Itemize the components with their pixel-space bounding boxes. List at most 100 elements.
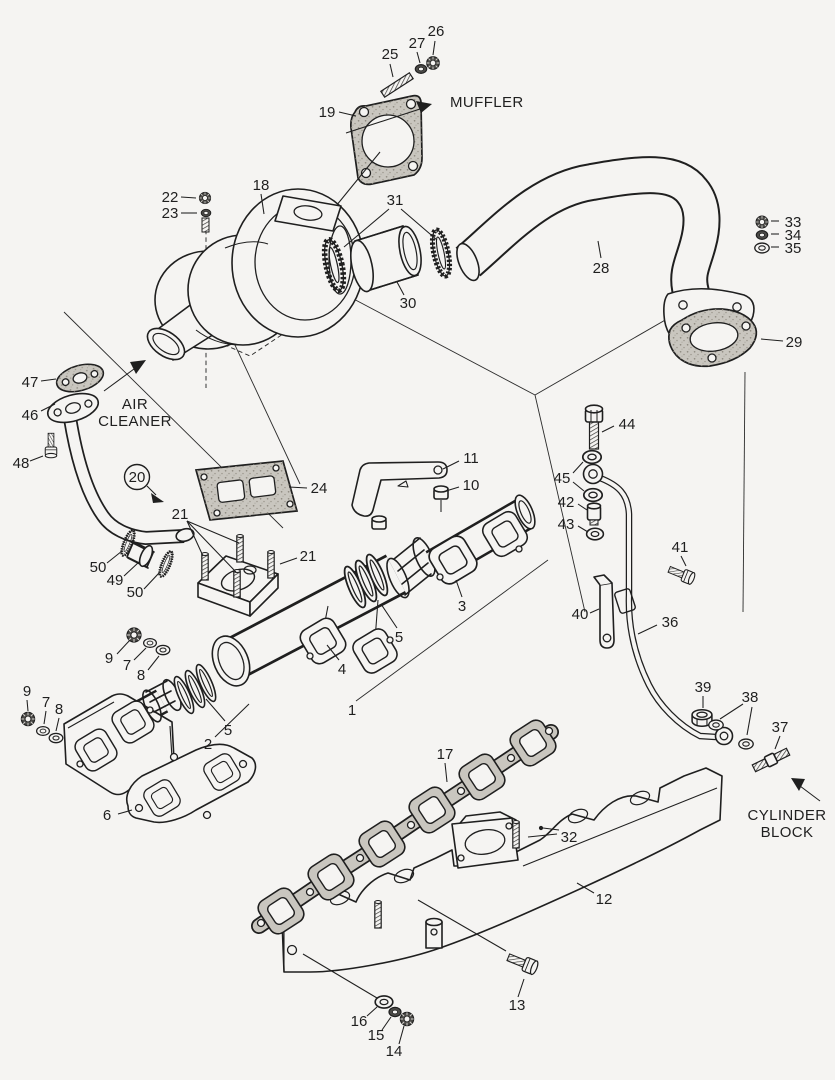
callout-21b: 21 — [300, 548, 317, 565]
callout-labels: 25 27 26 19 22 23 18 31 30 28 33 34 35 2… — [13, 23, 803, 1060]
callout-14: 14 — [386, 1043, 403, 1060]
callout-50b: 50 — [127, 584, 144, 601]
callout-2: 2 — [204, 736, 212, 753]
callout-3: 3 — [458, 598, 466, 615]
part-36-banjo-eye — [582, 463, 604, 485]
part-45-washer-b — [582, 487, 604, 503]
callout-39: 39 — [695, 679, 712, 696]
callout-48: 48 — [13, 455, 30, 472]
callout-19: 19 — [319, 104, 336, 121]
callout-44: 44 — [619, 416, 636, 433]
callout-15: 15 — [368, 1027, 385, 1044]
callout-37: 37 — [772, 719, 789, 736]
callout-36: 36 — [662, 614, 679, 631]
air-cleaner-annotation: AIR CLEANER — [98, 360, 172, 430]
callout-31: 31 — [387, 192, 404, 209]
callout-10: 10 — [463, 477, 480, 494]
callout-16: 16 — [351, 1013, 368, 1030]
callout-42: 42 — [558, 494, 575, 511]
callout-20-circled — [123, 463, 164, 503]
part-22-nut — [198, 191, 212, 205]
part-15-lock-washer — [388, 1006, 402, 1018]
part-3-manifold-rear-section — [424, 494, 536, 589]
callout-32: 32 — [561, 829, 578, 846]
callout-12: 12 — [596, 891, 613, 908]
callout-17: 17 — [437, 746, 454, 763]
part-12-lower-manifold — [281, 767, 723, 973]
part-14-nut — [399, 1011, 415, 1027]
part-35-washer — [754, 242, 770, 254]
callout-49: 49 — [107, 572, 124, 589]
callout-7b: 7 — [42, 694, 50, 711]
part-10-plug-b — [371, 515, 387, 530]
part-18-turbocharger — [146, 188, 365, 388]
callout-41: 41 — [672, 539, 689, 556]
callout-38: 38 — [742, 689, 759, 706]
air-cleaner-arrow-icon — [130, 360, 146, 374]
callout-1: 1 — [348, 702, 356, 719]
part-33-nut — [755, 215, 769, 229]
part-40-bracket — [593, 574, 636, 649]
callout-9a: 9 — [105, 650, 113, 667]
part-25-stud — [380, 71, 414, 99]
part-42-fitting — [586, 502, 602, 526]
gasket19-leader — [335, 151, 381, 207]
cylinder-block-annotation: CYLINDER BLOCK — [747, 778, 826, 841]
callout-34: 34 — [785, 227, 802, 244]
callout-27: 27 — [409, 35, 426, 52]
washer16-leader — [302, 953, 378, 999]
callout-4: 4 — [338, 661, 346, 678]
callout-46: 46 — [22, 407, 39, 424]
cylinder-block-label-1: CYLINDER — [747, 807, 826, 824]
part-23-washer — [200, 208, 212, 218]
part-10-plug-a — [433, 485, 449, 500]
callout-50a: 50 — [90, 559, 107, 576]
callout-20: 20 — [129, 469, 146, 486]
part-49-hose — [126, 541, 155, 569]
callout-21a: 21 — [172, 506, 189, 523]
muffler-arrow-icon — [416, 101, 432, 113]
part-16-washer — [374, 995, 394, 1009]
part-11-bracket — [351, 461, 448, 517]
air-cleaner-label-2: CLEANER — [98, 413, 172, 430]
part-34-lock-washer — [755, 230, 769, 240]
callout-20-arrow-icon — [151, 493, 164, 503]
part-9-nut — [20, 711, 36, 727]
callout-40: 40 — [572, 606, 589, 623]
part-30-hose — [350, 225, 422, 293]
part-9-nut — [126, 627, 142, 643]
callout-6: 6 — [103, 807, 111, 824]
muffler-label: MUFFLER — [450, 94, 524, 111]
callout-5b: 5 — [395, 629, 403, 646]
callout-13: 13 — [509, 997, 526, 1014]
part-7-washer — [35, 725, 51, 737]
part-26-nut — [426, 56, 440, 70]
callout-47: 47 — [22, 374, 39, 391]
part-47-gasket — [55, 363, 105, 393]
part-45-washer-a — [581, 449, 603, 465]
callout-29: 29 — [786, 334, 803, 351]
part-2-manifold-front-section — [63, 678, 182, 796]
part-27-washer — [414, 64, 428, 74]
callout-11: 11 — [463, 450, 479, 467]
part-38-washer-a — [708, 719, 724, 731]
callout-33: 33 — [785, 214, 802, 231]
muffler-annotation: MUFFLER — [345, 94, 524, 134]
part-8-washer — [48, 732, 64, 744]
part-6-gasket — [126, 743, 257, 824]
part-44-banjo-bolt — [584, 404, 604, 450]
callout-5a: 5 — [224, 722, 232, 739]
callout-8a: 8 — [137, 667, 145, 684]
callout-leader-lines — [26, 40, 784, 1045]
callout-23: 23 — [162, 205, 179, 222]
part-36-oil-supply-tube — [598, 474, 734, 746]
part-38-washer-b — [738, 738, 754, 750]
callout-25: 25 — [382, 46, 399, 63]
part-43-washer — [585, 527, 605, 541]
callout-35: 35 — [785, 240, 802, 257]
air-cleaner-label-1: AIR — [122, 396, 148, 413]
part-8-washer — [155, 644, 171, 656]
part-29-gasket — [668, 308, 758, 368]
